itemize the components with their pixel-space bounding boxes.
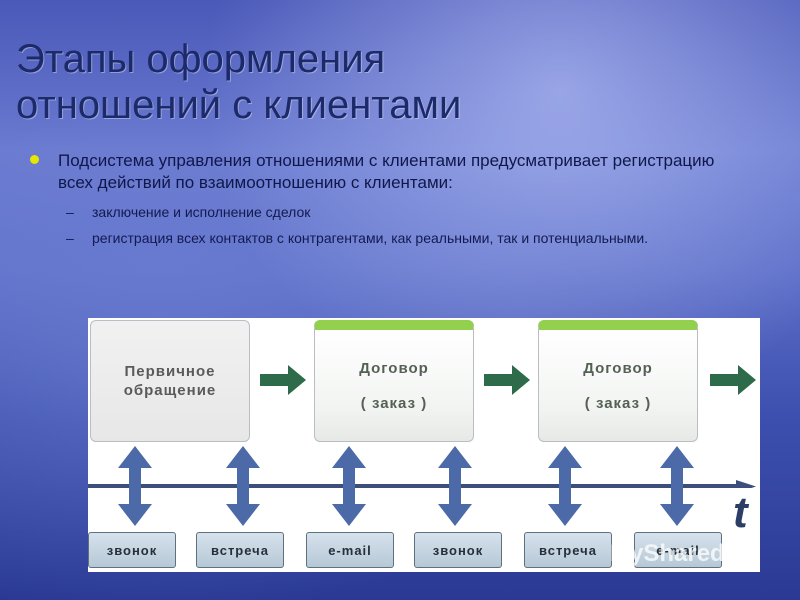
event-meeting: встреча bbox=[196, 532, 284, 568]
stage-label: Договор bbox=[359, 359, 429, 377]
event-call: звонок bbox=[414, 532, 502, 568]
bullet-dot-icon bbox=[30, 155, 39, 164]
watermark-logo: MyShared bbox=[610, 540, 725, 568]
double-arrow-icon bbox=[660, 446, 694, 526]
slide-title: Этапы оформления отношений с клиентами bbox=[16, 36, 636, 128]
event-email: e-mail bbox=[306, 532, 394, 568]
stage-contract-2: Договор ( заказ ) bbox=[538, 320, 698, 442]
stage-label: ( заказ ) bbox=[360, 394, 428, 412]
right-arrow-icon bbox=[484, 365, 530, 395]
watermark-text: MyShared bbox=[610, 540, 725, 567]
stage-label: обращение bbox=[123, 382, 217, 399]
stage-label: ( заказ ) bbox=[584, 394, 652, 412]
right-arrow-icon bbox=[710, 365, 756, 395]
process-diagram: Первичное обращение Договор ( заказ ) До… bbox=[88, 318, 760, 572]
stage-label: Договор bbox=[583, 359, 653, 377]
title-line-2: отношений с клиентами bbox=[16, 83, 462, 127]
event-meeting: встреча bbox=[524, 532, 612, 568]
stage-label: Первичное bbox=[124, 363, 216, 380]
dash-icon: – bbox=[66, 230, 74, 246]
stage-contract-1: Договор ( заказ ) bbox=[314, 320, 474, 442]
double-arrow-icon bbox=[118, 446, 152, 526]
dash-icon: – bbox=[66, 204, 74, 220]
bullet-text: Подсистема управления отношениями с клие… bbox=[58, 151, 715, 192]
timeline-arrow-icon bbox=[88, 480, 756, 488]
time-axis-label: t bbox=[733, 488, 748, 537]
title-line-1: Этапы оформления bbox=[16, 37, 386, 81]
event-call: звонок bbox=[88, 532, 176, 568]
double-arrow-icon bbox=[438, 446, 472, 526]
double-arrow-icon bbox=[226, 446, 260, 526]
double-arrow-icon bbox=[548, 446, 582, 526]
event-email: e-mail bbox=[634, 532, 722, 568]
double-arrow-icon bbox=[332, 446, 366, 526]
stage-initial-request: Первичное обращение bbox=[90, 320, 250, 442]
sub-item-text: регистрация всех контактов с контрагента… bbox=[92, 230, 649, 246]
right-arrow-icon bbox=[260, 365, 306, 395]
sub-item-text: заключение и исполнение сделок bbox=[92, 204, 311, 220]
